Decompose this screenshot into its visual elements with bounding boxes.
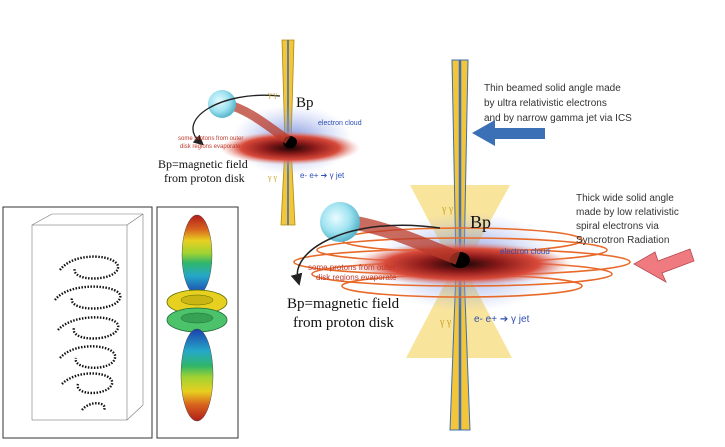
top-diagram [192,39,360,226]
top-gamma-bottom: γ γ [267,173,278,182]
helix-frame [2,206,153,439]
blue-pointer-arrow [472,120,545,146]
top-electron-cloud-label: electron cloud [318,120,362,127]
top-companion-star [208,90,236,118]
thin-solid-angle-line1: Thin beamed solid angle made [484,83,621,94]
main-protons-note-1: some protons from outer [308,263,395,272]
main-bp-label: Bp [470,212,491,232]
main-magnetic-label-2: from proton disk [293,315,394,331]
thin-solid-angle-line3: and by narrow gamma jet via ICS [484,113,632,124]
thick-solid-angle-line2: made by low relativistic [576,207,679,218]
thick-solid-angle-line3: spiral electrons via [576,221,659,232]
top-magnetic-label-1: Bp=magnetic field [158,157,248,171]
top-protons-note-2: disk regions evaporate [180,144,241,150]
main-gamma-top: γ γ [441,204,454,215]
top-protons-note-1: some protons from outer [178,136,243,142]
main-field-arrow [290,224,441,286]
main-magnetic-label-1: Bp=magnetic field [287,296,400,312]
thick-solid-angle-line1: Thick wide solid angle [576,193,674,204]
main-diagram [290,59,631,431]
top-pair-jet: e- e+ ➔ γ jet [300,171,345,180]
main-gamma-bottom: γ γ [439,317,452,328]
top-gamma-top: γ γ [267,90,278,99]
thin-solid-angle-line2: by ultra relativistic electrons [484,98,607,109]
thick-solid-angle-line4: Syncrotron Radiation [576,235,669,246]
main-companion-star [320,202,360,242]
main-accretion-stream [348,215,461,265]
helix-panel [2,206,153,439]
pink-pointer-arrow [633,248,695,283]
dipole-upper-lobe [181,214,213,296]
main-protons-note-2: disk regions evaporate [316,273,397,282]
main-electron-cloud-label: electron cloud [500,247,550,256]
main-pair-jet: e- e+ ➔ γ jet [474,314,530,325]
top-field-arrow [192,94,281,146]
dipole-panel [156,206,239,439]
dipole-lower-lobe [180,328,214,422]
top-magnetic-label-2: from proton disk [164,171,245,185]
top-bp-label: Bp [296,95,314,111]
